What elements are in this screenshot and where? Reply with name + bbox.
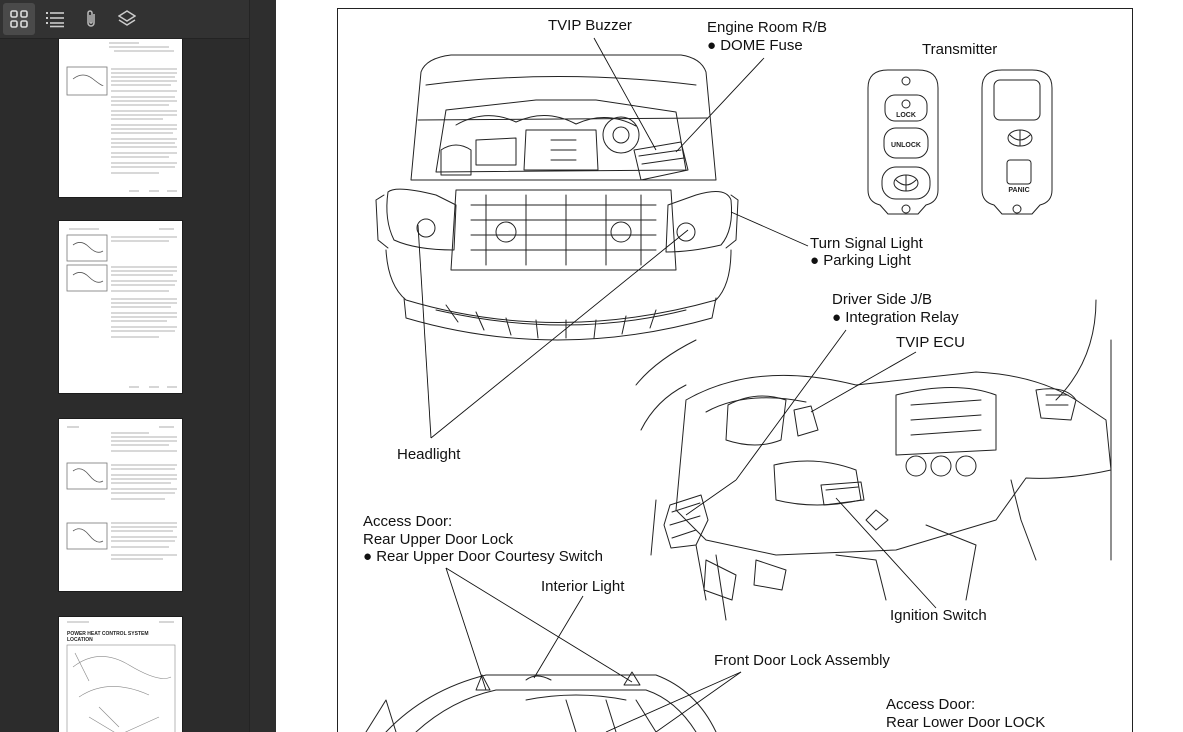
hood-outline: [410, 54, 717, 181]
transmitter-front: [867, 69, 939, 215]
layers-button[interactable]: [111, 3, 143, 35]
dome-fuse-label: ● DOME Fuse: [707, 37, 803, 54]
diagram-frame: [337, 8, 1133, 732]
engine-room-rb-label: Engine Room R/B: [707, 19, 828, 36]
thumbnail-list[interactable]: POWER HEAT CONTROL SYSTEM LOCATION: [0, 39, 249, 732]
right-headlight: [665, 190, 732, 253]
tvip-ecu-part: [793, 405, 819, 437]
interior-light-label: Interior Light: [541, 578, 625, 595]
tvip-ecu-label: TVIP ECU: [896, 334, 965, 351]
attachments-button[interactable]: [75, 3, 107, 35]
front-grille: [450, 189, 677, 271]
dashboard: [675, 371, 1112, 556]
front-bumper: [385, 249, 732, 323]
page-thumbnail[interactable]: POWER HEAT CONTROL SYSTEM LOCATION: [59, 617, 182, 732]
driver-side-jb-label: Driver Side J/B: [832, 291, 933, 308]
rear-lower-door-lock-label: Rear Lower Door LOCK: [886, 714, 1046, 731]
ignition-switch-label: Ignition Switch: [890, 607, 987, 624]
panic-button-label: PANIC: [1008, 187, 1029, 194]
parking-light-label: ● Parking Light: [810, 252, 911, 269]
location-diagram: LOCK UNLOCK PANIC: [365, 37, 1112, 732]
document-viewer[interactable]: LOCK UNLOCK PANIC TVIP Buzzer Engine Roo…: [276, 0, 1183, 732]
integration-relay-label: ● Integration Relay: [832, 309, 959, 326]
headlight-label: Headlight: [397, 446, 461, 463]
sidebar-toolbar: [0, 0, 249, 39]
rear-upper-courtesy-switch-label: ● Rear Upper Door Courtesy Switch: [363, 548, 603, 565]
thumbnail-header: POWER HEAT CONTROL SYSTEM: [67, 631, 148, 637]
lock-button-label: LOCK: [896, 112, 916, 119]
outline-button[interactable]: [39, 3, 71, 35]
layers-icon: [118, 10, 136, 26]
thumbnails-button[interactable]: [3, 3, 35, 35]
document-page: LOCK UNLOCK PANIC TVIP Buzzer Engine Roo…: [276, 0, 1183, 732]
engine-block: [435, 99, 687, 173]
tvip-buzzer-label: TVIP Buzzer: [548, 17, 632, 34]
page-thumbnail[interactable]: [59, 419, 182, 591]
driver-side-junction-block: [663, 494, 709, 549]
unlock-button-label: UNLOCK: [891, 142, 921, 149]
turn-signal-light-label: Turn Signal Light: [810, 235, 923, 252]
thumbnails-icon: [10, 10, 28, 28]
page-thumbnail[interactable]: [59, 221, 182, 393]
thumbnail-sidebar: POWER HEAT CONTROL SYSTEM LOCATION: [0, 0, 249, 732]
attachments-icon: [87, 10, 95, 27]
page-thumbnail[interactable]: [59, 39, 182, 197]
left-headlight: [386, 188, 457, 251]
access-door-lower-label: Access Door:: [886, 696, 976, 713]
access-door-label: Access Door:: [363, 513, 453, 530]
thumbnail-subheader: LOCATION: [67, 637, 93, 643]
transmitter-back: [981, 69, 1053, 215]
transmitter-label: Transmitter: [922, 41, 998, 58]
front-door-lock-assembly-label: Front Door Lock Assembly: [714, 652, 890, 669]
sidebar-splitter[interactable]: [249, 0, 277, 732]
ignition-switch-part: [820, 481, 865, 506]
outline-icon: [46, 12, 64, 28]
rear-upper-door-lock-label: Rear Upper Door Lock: [363, 531, 514, 548]
vehicle-rear-roof: [385, 674, 717, 732]
engine-room-relay-box: [633, 141, 689, 181]
